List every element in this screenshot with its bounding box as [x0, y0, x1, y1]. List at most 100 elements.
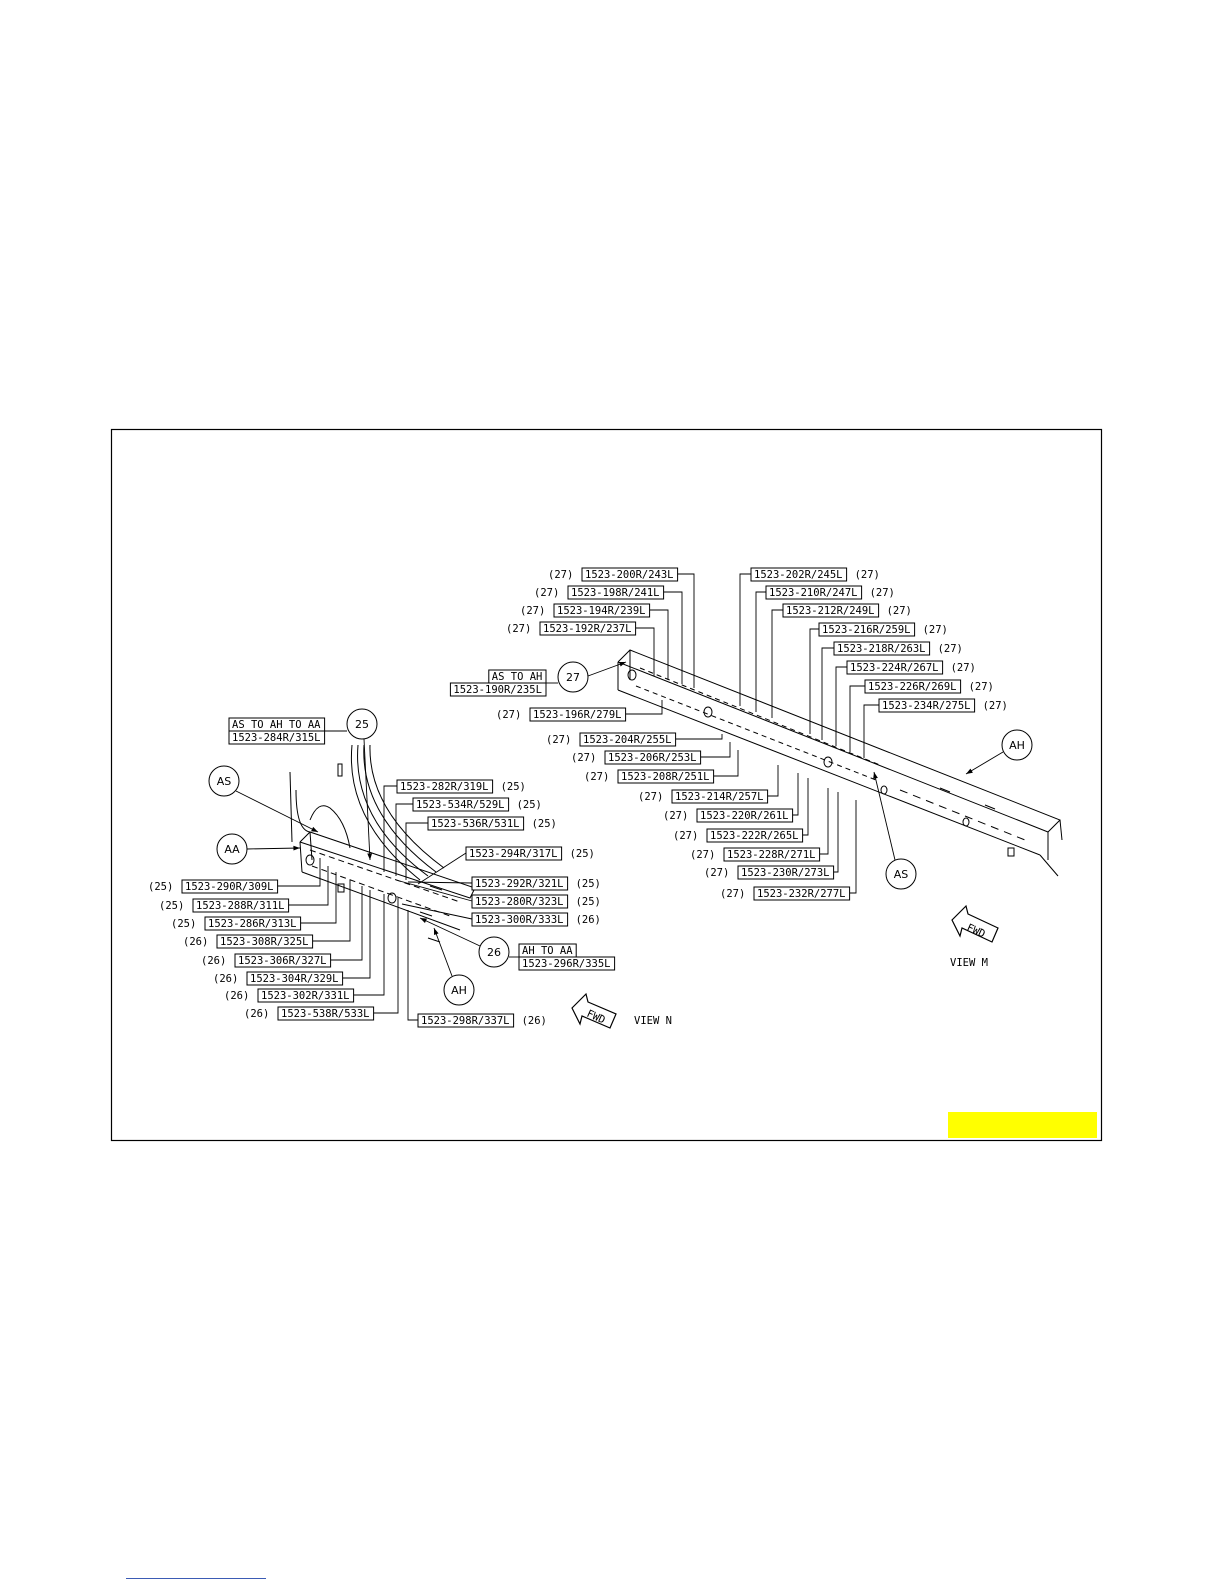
view-n-callout-1523-290r-309l: 1523-290R/309L [181, 879, 279, 894]
view-n-callout-1523-292r-321l-text: 1523-292R/321L [475, 878, 564, 890]
view-n-aa-circle: AA [216, 833, 248, 865]
view-m-callout-1523-198r-241l: 1523-198R/241L [567, 585, 665, 600]
view-m-assembly-circle-label: 27 [566, 671, 580, 684]
view-m-callout-note: (27) [663, 810, 688, 822]
view-n-callout-note: (26) [522, 1015, 547, 1027]
view-n-aa-circle-label: AA [224, 843, 240, 856]
leader-lines [235, 573, 1004, 1021]
view-m-callout-1523-208r-251l-text: 1523-208R/251L [621, 771, 710, 783]
view-m-callout-1523-204r-255l-text: 1523-204R/255L [583, 734, 672, 746]
view-n-callout-1523-292r-321l: 1523-292R/321L [471, 876, 569, 891]
view-m-callout-1523-212r-249l-text: 1523-212R/249L [786, 605, 875, 617]
view-m-assembly-part: 1523-190R/235L [453, 684, 542, 696]
view-m-callout-1523-234r-275l: 1523-234R/275L [878, 698, 976, 713]
view-m-callout-1523-204r-255l: 1523-204R/255L [579, 732, 677, 747]
view-m-callout-1523-212r-249l: 1523-212R/249L [782, 603, 880, 618]
view-n-assembly-bottom-title: AH TO AA [522, 945, 573, 957]
view-n-callout-1523-288r-311l-text: 1523-288R/311L [196, 900, 285, 912]
view-n-callout-1523-294r-317l: 1523-294R/317L [465, 846, 563, 861]
view-n-callout-note: (26) [224, 990, 249, 1002]
view-n-callout-note: (26) [213, 973, 238, 985]
view-n-callout-note: (26) [183, 936, 208, 948]
view-m-rail [617, 649, 1063, 877]
view-n-label: VIEW N [634, 1015, 672, 1027]
view-n-assembly-bottom-circle: 26 [478, 936, 510, 968]
view-m-callout-note: (27) [923, 624, 948, 636]
view-m-callout-1523-206r-253l-text: 1523-206R/253L [608, 752, 697, 764]
view-n-callout-1523-300r-333l-text: 1523-300R/333L [475, 914, 564, 926]
view-n-callout-1523-536r-531l: 1523-536R/531L [427, 816, 525, 831]
highlight-marker [948, 1112, 1097, 1138]
view-n-callout-note: (25) [570, 848, 595, 860]
view-n-callout-1523-304r-329l: 1523-304R/329L [246, 971, 344, 986]
view-m-callout-1523-228r-271l: 1523-228R/271L [723, 847, 821, 862]
view-m-callout-1523-206r-253l: 1523-206R/253L [604, 750, 702, 765]
view-m-callout-note: (27) [673, 830, 698, 842]
view-m-as-circle-label: AS [894, 868, 909, 881]
view-n-callout-note: (25) [171, 918, 196, 930]
view-m-callout-1523-222r-265l-text: 1523-222R/265L [710, 830, 799, 842]
view-n-callout-note: (25) [576, 878, 601, 890]
view-m-callout-1523-210r-247l-text: 1523-210R/247L [769, 587, 858, 599]
view-n-callout-1523-306r-327l-text: 1523-306R/327L [238, 955, 327, 967]
view-m-callout-1523-228r-271l-text: 1523-228R/271L [727, 849, 816, 861]
view-m-callout-1523-222r-265l: 1523-222R/265L [706, 828, 804, 843]
view-m-callout-note: (27) [548, 569, 573, 581]
view-m-callout-1523-200r-243l: 1523-200R/243L [581, 567, 679, 582]
view-n-callout-1523-302r-331l: 1523-302R/331L [257, 988, 355, 1003]
view-n-callout-1523-534r-529l-text: 1523-534R/529L [416, 799, 505, 811]
view-m-callout-note: (27) [690, 849, 715, 861]
view-m-callout-1523-196r-279l-text: 1523-196R/279L [533, 709, 622, 721]
view-n-callout-1523-282r-319l: 1523-282R/319L [396, 779, 494, 794]
view-m-callout-1523-218r-263l-text: 1523-218R/263L [837, 643, 926, 655]
view-n-callout-note: (26) [576, 914, 601, 926]
view-m-callout-note: (27) [983, 700, 1008, 712]
view-m-callout-1523-192r-237l: 1523-192R/237L [539, 621, 637, 636]
view-m-callout-1523-194r-239l-text: 1523-194R/239L [557, 605, 646, 617]
view-m-as-circle: AS [885, 858, 917, 890]
view-m-callout-1523-224r-267l-text: 1523-224R/267L [850, 662, 939, 674]
view-n-callout-note: (26) [201, 955, 226, 967]
view-n-ah-circle: AH [443, 974, 475, 1006]
view-n-callout-1523-298r-337l: 1523-298R/337L [417, 1013, 515, 1028]
view-n-as-circle-label: AS [217, 775, 232, 788]
view-n-callout-1523-290r-309l-text: 1523-290R/309L [185, 881, 274, 893]
view-m-callout-note: (27) [951, 662, 976, 674]
view-n-callout-1523-280r-323l-text: 1523-280R/323L [475, 896, 564, 908]
view-m-callout-note: (27) [571, 752, 596, 764]
view-n-assembly-top-circle-label: 25 [355, 718, 369, 731]
view-m-callout-1523-214r-257l: 1523-214R/257L [671, 789, 769, 804]
view-n-assembly-top-part: 1523-284R/315L [232, 732, 321, 744]
view-m-ah-circle-label: AH [1009, 739, 1025, 752]
view-m-assembly-circle: 27 [557, 661, 589, 693]
view-m-callout-1523-214r-257l-text: 1523-214R/257L [675, 791, 764, 803]
view-m-callout-note: (27) [506, 623, 531, 635]
view-m-callout-1523-216r-259l: 1523-216R/259L [818, 622, 916, 637]
view-n-fwd-arrow-icon [571, 992, 617, 1029]
view-n-assembly-top-circle: 25 [346, 708, 378, 740]
view-m-callout-note: (27) [855, 569, 880, 581]
view-n-callout-1523-304r-329l-text: 1523-304R/329L [250, 973, 339, 985]
view-n-callout-note: (25) [517, 799, 542, 811]
view-m-callout-1523-226r-269l-text: 1523-226R/269L [868, 681, 957, 693]
view-m-callout-note: (27) [969, 681, 994, 693]
view-m-callout-1523-202r-245l: 1523-202R/245L [750, 567, 848, 582]
view-m-callout-note: (27) [720, 888, 745, 900]
view-m-callout-1523-226r-269l: 1523-226R/269L [864, 679, 962, 694]
view-m-callout-1523-230r-273l: 1523-230R/273L [737, 865, 835, 880]
view-m-callout-note: (27) [870, 587, 895, 599]
view-m-callout-note: (27) [496, 709, 521, 721]
view-m-callout-note: (27) [520, 605, 545, 617]
view-n-callout-1523-308r-325l-text: 1523-308R/325L [220, 936, 309, 948]
view-n-callout-1523-294r-317l-text: 1523-294R/317L [469, 848, 558, 860]
view-n-callout-1523-288r-311l: 1523-288R/311L [192, 898, 290, 913]
view-m-callout-1523-202r-245l-text: 1523-202R/245L [754, 569, 843, 581]
view-n-callout-1523-308r-325l: 1523-308R/325L [216, 934, 314, 949]
view-n-callout-1523-298r-337l-text: 1523-298R/337L [421, 1015, 510, 1027]
view-n-assembly-bottom-part: 1523-296R/335L [522, 958, 611, 970]
view-m-callout-1523-216r-259l-text: 1523-216R/259L [822, 624, 911, 636]
view-m-callout-1523-232r-277l-text: 1523-232R/277L [757, 888, 846, 900]
